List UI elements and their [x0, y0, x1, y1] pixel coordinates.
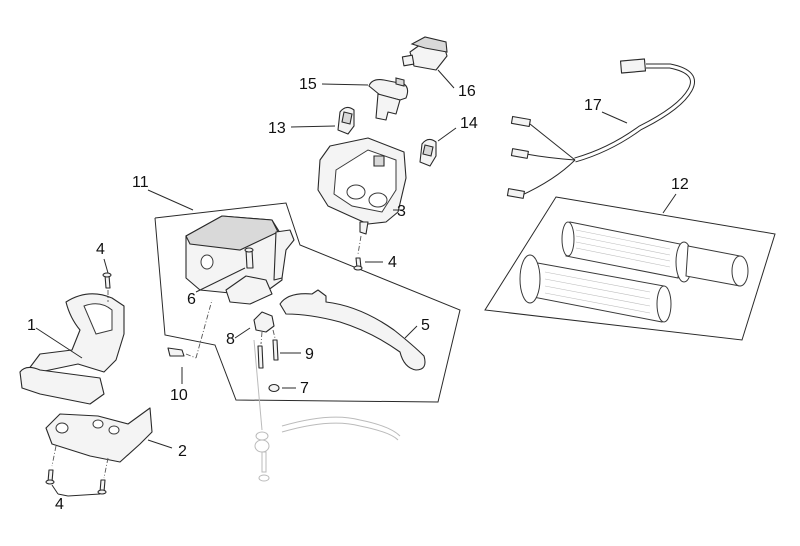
- part-12-grip-upper[interactable]: [561, 221, 749, 287]
- callout-label-c4c[interactable]: 4: [55, 496, 64, 513]
- callout-label-c10[interactable]: 10: [170, 387, 188, 404]
- callout-leader-c14: [437, 127, 457, 142]
- part-4-screws-bottom[interactable]: [45, 469, 107, 497]
- callout-leader-c12: [662, 193, 677, 214]
- part-10-switch[interactable]: [167, 299, 213, 359]
- callout-label-c9[interactable]: 9: [305, 346, 314, 363]
- callout-leader-c15: [321, 83, 369, 86]
- callout-leader-c11: [147, 189, 194, 211]
- callout-label-c3[interactable]: 3: [397, 203, 406, 220]
- part-4-screw-top[interactable]: [102, 272, 112, 302]
- callout-leader-c8: [234, 327, 251, 339]
- callout-label-c4a[interactable]: 4: [96, 241, 105, 258]
- callout-label-c7[interactable]: 7: [300, 380, 309, 397]
- callout-label-c12[interactable]: 12: [671, 176, 689, 193]
- part-13-button[interactable]: [337, 106, 355, 135]
- callout-leader-c5: [404, 325, 418, 339]
- part-7-nut[interactable]: [268, 383, 280, 393]
- callout-label-c1[interactable]: 1: [27, 317, 36, 334]
- part-3-switch-housing[interactable]: [317, 137, 407, 255]
- callout-label-c5[interactable]: 5: [421, 317, 430, 334]
- callout-label-c15[interactable]: 15: [299, 76, 317, 93]
- brake-hose: [253, 339, 401, 482]
- part-8-clamp[interactable]: [253, 311, 275, 333]
- part-16-switch[interactable]: [401, 36, 448, 71]
- callout-leader-c4c: [57, 493, 69, 497]
- callout-leader-c4a: [103, 258, 109, 274]
- part-6-clamp-screw[interactable]: [244, 247, 254, 269]
- assembly-frame-12: [484, 196, 776, 341]
- callout-label-c17[interactable]: 17: [584, 97, 602, 114]
- callout-label-c16[interactable]: 16: [458, 83, 476, 100]
- part-14-button[interactable]: [419, 138, 437, 167]
- part-11-master-cylinder[interactable]: [185, 215, 295, 305]
- part-12-grip-lower[interactable]: [519, 254, 672, 323]
- callout-label-c13[interactable]: 13: [268, 120, 286, 137]
- part-17-wiring-harness[interactable]: [506, 58, 695, 199]
- callout-label-c4b[interactable]: 4: [388, 254, 397, 271]
- callout-leader-c1: [35, 327, 83, 359]
- callout-leader-c16: [437, 69, 455, 89]
- callout-leader-c2: [147, 439, 173, 449]
- part-9-screws[interactable]: [257, 329, 279, 369]
- assembly-frame-11: [154, 202, 461, 403]
- part-5-lever[interactable]: [279, 289, 426, 371]
- part-4-screw-housing[interactable]: [353, 257, 363, 271]
- part-15-button[interactable]: [368, 77, 409, 121]
- part-2-switch-base-plate[interactable]: [45, 407, 153, 479]
- callout-label-c6[interactable]: 6: [187, 291, 196, 308]
- callout-leader-c17: [601, 111, 628, 124]
- part-1-lower-switch-cover[interactable]: [19, 293, 125, 405]
- callout-label-c8[interactable]: 8: [226, 331, 235, 348]
- callout-label-c14[interactable]: 14: [460, 115, 478, 132]
- callout-leader-c13: [290, 125, 336, 128]
- callout-label-c11[interactable]: 11: [132, 174, 149, 191]
- callout-leader-c6: [195, 267, 246, 293]
- callout-label-c2[interactable]: 2: [178, 443, 187, 460]
